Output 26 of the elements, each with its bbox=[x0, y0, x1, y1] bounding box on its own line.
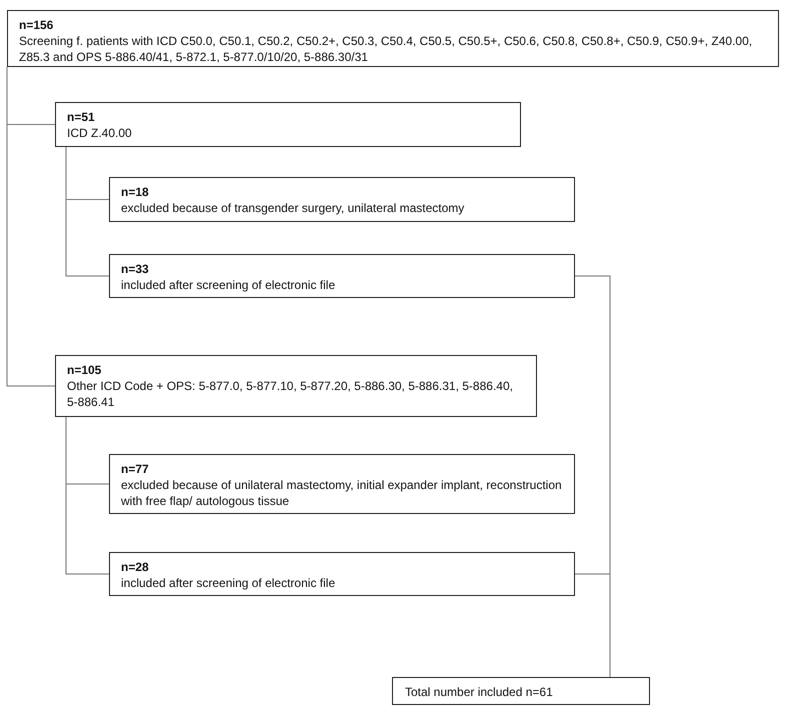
count-label: n=105 bbox=[67, 362, 102, 378]
box-text: Other ICD Code + OPS: 5-877.0, 5-877.10, 5-877.20, 5-886.30, 5-886.31, 5-886.40, 5-886.41 bbox=[67, 378, 514, 410]
connector-line bbox=[66, 416, 110, 574]
box-text: included after screening of electronic file bbox=[121, 277, 336, 293]
box-text: included after screening of electronic file bbox=[121, 575, 336, 591]
process-box bbox=[109, 454, 575, 514]
count-label: n=18 bbox=[121, 184, 150, 200]
box-text: Total number included n=61 bbox=[405, 684, 554, 700]
process-box bbox=[7, 10, 779, 67]
box-text: Screening f. patients with ICD C50.0, C50.1, C50.2, C50.2+, C50.3, C50.4, C50.5, C50.5+, C50.6, C50.8, C50.8+, C50.9, C50.9+, Z40.00, Z85.3 and OPS 5-886.40/41, 5-872.1, 5-877.0/10/20, 5-886.30/31 bbox=[19, 33, 754, 65]
box-text: ICD Z.40.00 bbox=[67, 125, 133, 141]
box-text: excluded because of unilateral mastectomy, initial expander implant, reconstruction with free flap/ autologous tissue bbox=[121, 477, 562, 509]
count-label: n=28 bbox=[121, 559, 150, 575]
process-box bbox=[109, 254, 575, 298]
count-label: n=33 bbox=[121, 261, 150, 277]
connector-line bbox=[574, 574, 610, 678]
process-box bbox=[55, 102, 521, 147]
count-label: n=156 bbox=[19, 17, 54, 33]
connector-line bbox=[66, 146, 110, 276]
count-label: n=51 bbox=[67, 109, 96, 125]
count-label: n=77 bbox=[121, 461, 150, 477]
process-box bbox=[392, 677, 650, 705]
process-box bbox=[109, 552, 575, 596]
process-box bbox=[55, 355, 537, 417]
box-text: excluded because of transgender surgery, unilateral mastectomy bbox=[121, 200, 466, 216]
process-box bbox=[109, 177, 575, 222]
